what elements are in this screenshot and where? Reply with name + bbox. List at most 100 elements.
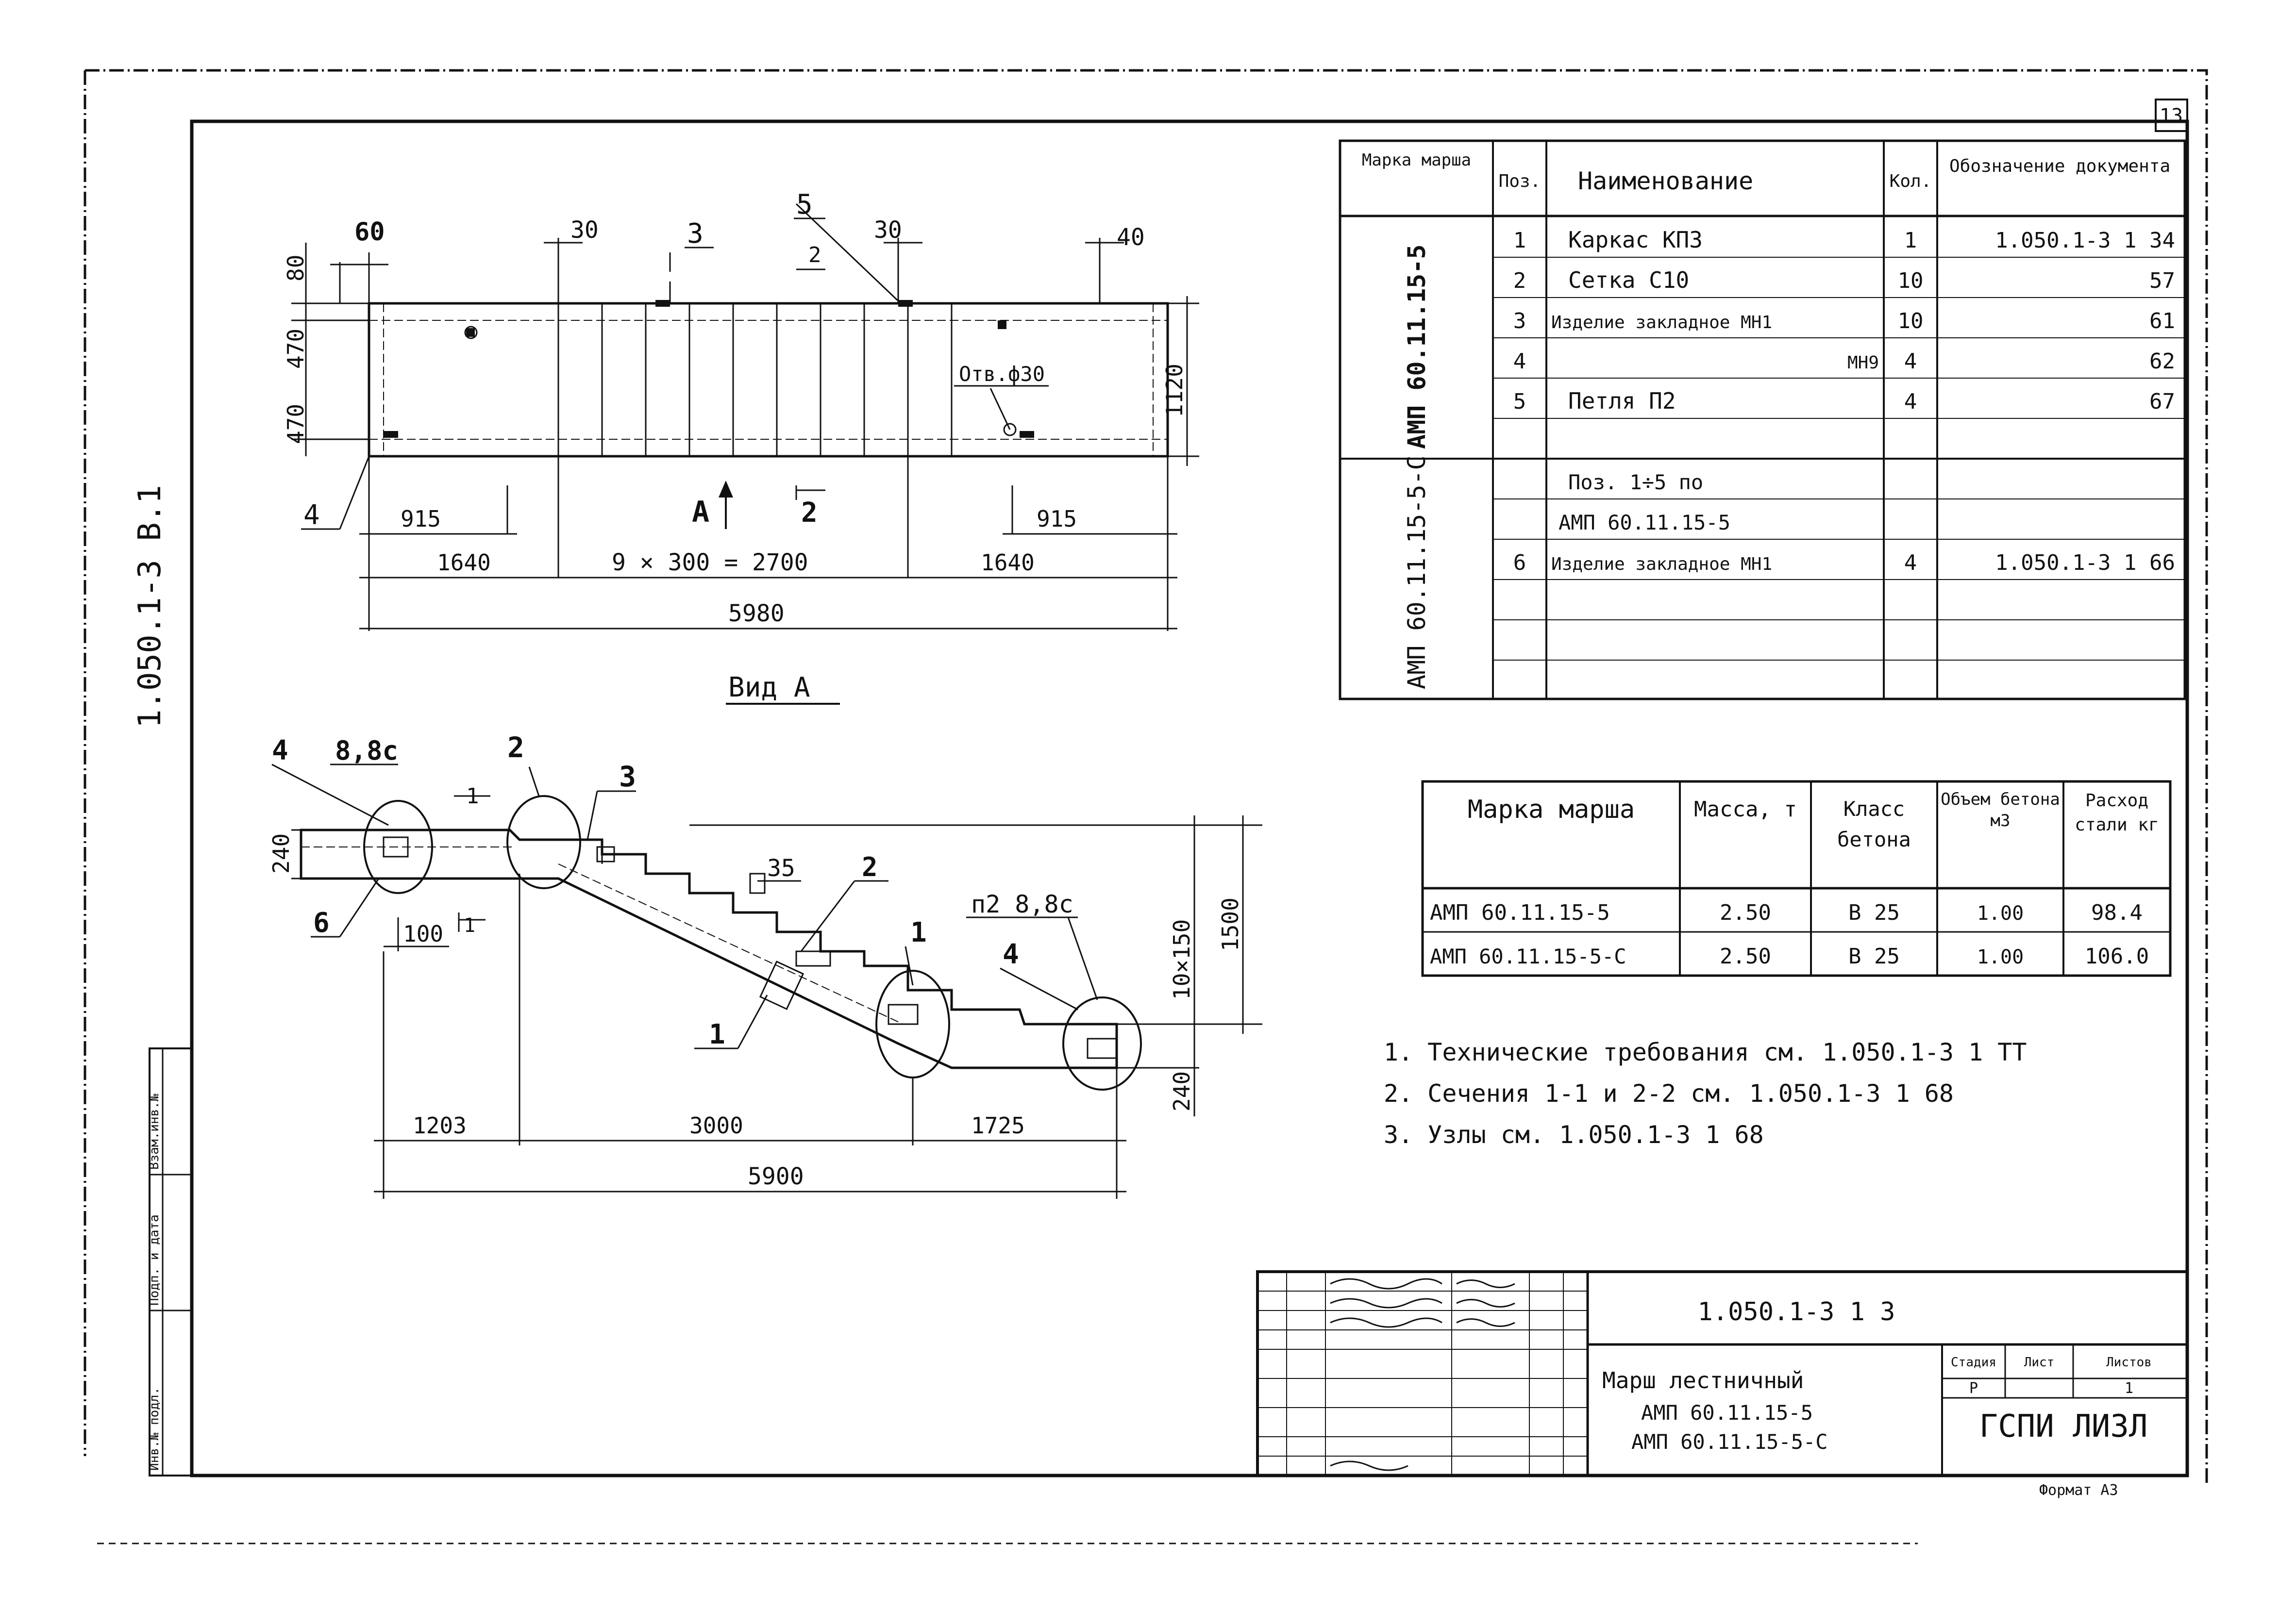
spec-group2-mark: АМП 60.11.15-5-С [1403, 455, 1431, 689]
spec-row: 6 Изделие закладное МН1 4 1.050.1-3 1 66 [1513, 550, 2175, 575]
svg-text:2.50: 2.50 [1720, 900, 1771, 925]
svg-text:5: 5 [1513, 389, 1526, 414]
side-document-code: 1.050.1-3 В.1 [132, 485, 168, 728]
mass-row: АМП 60.11.15-5 2.50 В 25 1.00 98.4 [1430, 900, 2143, 925]
plan-leader-5: 5 [796, 189, 813, 220]
spec-header-doc: Обозначение документа [1949, 156, 2171, 176]
view-a-dim-1500: 1500 [1217, 897, 1243, 951]
plan-hole-note: Отв.ф30 [959, 362, 1045, 386]
title-stage-header: Стадия [1951, 1355, 1996, 1370]
mass-header-volume: Объем бетона м3 [1941, 790, 2060, 831]
sheet-number-box [2155, 99, 2188, 132]
title-org: ГСПИ ЛИЗЛ [1979, 1409, 2148, 1444]
title-sheets-header: Листов [2106, 1355, 2152, 1370]
view-a-section-1b: 1 [464, 914, 475, 937]
spec-header-name: Наименование [1578, 167, 1753, 195]
plan-section-mark-top: 2 [808, 243, 821, 267]
spec-header-mark: Марка марша [1361, 150, 1472, 170]
view-a-dim-35: 35 [767, 855, 795, 882]
svg-text:62: 62 [2149, 349, 2175, 374]
note-3: 3. Узлы см. 1.050.1-3 1 68 [1384, 1121, 1764, 1149]
title-name-3: АМП 60.11.15-5-С [1631, 1430, 1828, 1454]
drawing-frame [190, 119, 2189, 1477]
title-name-1: Марш лестничный [1602, 1367, 1804, 1393]
spec-row: АМП 60.11.15-5 [1559, 511, 1730, 534]
view-a-label-4b: 4 [1003, 939, 1019, 970]
view-a-dim-100: 100 [403, 921, 443, 947]
svg-text:2: 2 [1513, 268, 1526, 293]
view-a-dim-1725: 1725 [971, 1112, 1025, 1139]
stamp-label-1: Взам.инв.№ [147, 1094, 162, 1170]
plan-dim-1640b: 1640 [981, 549, 1035, 576]
view-a-dim-1203: 1203 [413, 1112, 467, 1139]
spec-group1-mark: АМП 60.11.15-5 [1403, 245, 1431, 449]
svg-text:Изделие закладное МН1: Изделие закладное МН1 [1551, 313, 1772, 332]
stamp-label-3: Инв.№ подл. [147, 1387, 162, 1471]
view-a-dim-5900: 5900 [748, 1163, 804, 1190]
view-a-label-2: 2 [507, 731, 524, 764]
svg-text:1: 1 [1513, 228, 1526, 253]
svg-text:61: 61 [2149, 309, 2175, 333]
plan-leader-3: 3 [687, 218, 704, 249]
svg-text:МН9: МН9 [1847, 353, 1879, 373]
view-a-dim-240a: 240 [268, 833, 294, 874]
title-block: 1.050.1-3 1 3 Марш лестничный АМП 60.11.… [1256, 1270, 2189, 1477]
plan-dim-60: 60 [354, 217, 385, 247]
sheet-number: 13 [2160, 105, 2183, 127]
plan-dim-1120: 1120 [1161, 364, 1188, 417]
view-a-label-2b: 2 [862, 852, 878, 882]
svg-text:106.0: 106.0 [2085, 944, 2149, 969]
mass-header-mass: Масса, т [1694, 797, 1797, 822]
plan-dim-steps: 9 × 300 = 2700 [612, 549, 808, 576]
svg-text:57: 57 [2149, 268, 2175, 293]
spec-row: 1 Каркас КП3 1 1.050.1-3 1 34 [1513, 227, 2175, 253]
svg-text:Петля П2: Петля П2 [1568, 388, 1676, 414]
svg-text:АМП 60.11.15-5-С: АМП 60.11.15-5-С [1430, 945, 1626, 968]
svg-text:4: 4 [1904, 550, 1917, 575]
title-sheets-value: 1 [2125, 1380, 2133, 1397]
svg-text:4: 4 [1904, 389, 1917, 414]
svg-text:6: 6 [1513, 550, 1526, 575]
mass-row: АМП 60.11.15-5-С 2.50 В 25 1.00 106.0 [1430, 944, 2149, 969]
svg-text:Изделие закладное МН1: Изделие закладное МН1 [1551, 554, 1772, 574]
left-stamp-strip: Взам.инв.№ Подп. и дата Инв.№ подл. [147, 1047, 193, 1476]
spec-row: 4 МН9 4 62 [1513, 349, 2175, 374]
svg-text:1: 1 [1904, 228, 1917, 253]
note-2: 2. Сечения 1-1 и 2-2 см. 1.050.1-3 1 68 [1384, 1079, 1954, 1108]
title-name-2: АМП 60.11.15-5 [1641, 1401, 1813, 1425]
plan-dim-470a: 470 [283, 329, 309, 369]
spec-header-pos: Поз. [1499, 171, 1541, 191]
svg-text:2.50: 2.50 [1720, 944, 1771, 969]
svg-text:Поз. 1÷5 по: Поз. 1÷5 по [1568, 470, 1703, 494]
plan-arrow-label: А [692, 495, 709, 529]
view-a: 4 8,8с 2 3 6 1 2 35 1 1 п2 8,8с 4 240 10… [268, 731, 1262, 1199]
mass-table: Марка марша Масса, т Класс бетона Объем … [1421, 780, 2172, 977]
spec-table: Марка марша Поз. Наименование Кол. Обозн… [1339, 139, 2186, 700]
view-a-label-p2: п2 8,8с [971, 890, 1073, 918]
plan-dim-30b: 30 [874, 216, 902, 244]
view-a-label-4: 4 [272, 735, 288, 766]
mass-header-class: Класс бетона [1837, 797, 1911, 851]
svg-text:В 25: В 25 [1848, 944, 1900, 969]
plan-dim-915a: 915 [401, 506, 441, 532]
title-code: 1.050.1-3 1 3 [1698, 1297, 1895, 1327]
view-a-label-1b: 1 [709, 1019, 725, 1050]
plan-dim-915b: 915 [1037, 506, 1077, 532]
plan-section-mark-bottom: 2 [801, 497, 818, 529]
svg-text:Каркас КП3: Каркас КП3 [1568, 227, 1703, 253]
svg-text:10: 10 [1898, 268, 1924, 293]
svg-text:АМП 60.11.15-5: АМП 60.11.15-5 [1430, 900, 1610, 925]
spec-header-qty: Кол. [1890, 171, 1932, 191]
mass-header-steel: Расход стали кг [2075, 791, 2159, 835]
view-a-title: Вид А [728, 672, 810, 703]
svg-text:1.050.1-3 1 66: 1.050.1-3 1 66 [1995, 550, 2175, 575]
plan-dim-1640a: 1640 [437, 549, 491, 576]
title-sheet-header: Лист [2024, 1355, 2055, 1370]
mass-header-mark: Марка марша [1467, 795, 1635, 824]
plan-dim-total: 5980 [728, 600, 785, 627]
sheet-format: Формат А3 [2039, 1482, 2118, 1499]
svg-text:АМП 60.11.15-5: АМП 60.11.15-5 [1559, 511, 1730, 534]
stamp-label-2: Подп. и дата [147, 1214, 162, 1306]
view-a-label-3: 3 [619, 760, 636, 793]
